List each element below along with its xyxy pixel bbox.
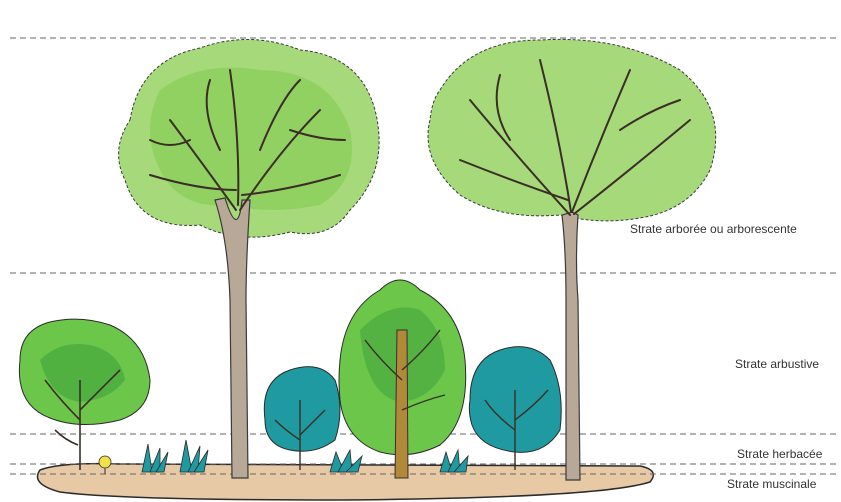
label-strate-arboree: Strate arborée ou arborescente	[630, 222, 797, 236]
herb-teal-3	[330, 450, 362, 472]
label-strate-herbacee: Strate herbacée	[737, 447, 822, 461]
herb-teal-4	[440, 450, 468, 472]
shrub-teal-right	[469, 347, 561, 470]
label-strate-arbustive: Strate arbustive	[735, 357, 819, 371]
label-strate-muscinale: Strate muscinale	[727, 477, 816, 491]
shrub-teal-left	[264, 367, 340, 470]
herb-teal-1	[142, 444, 168, 472]
tree-trunk	[215, 198, 250, 478]
tree-trunk	[562, 212, 580, 480]
tree-canopy-light	[428, 39, 716, 221]
herb-teal-2	[180, 440, 208, 472]
shrub-left	[19, 319, 150, 470]
shrub-center	[339, 280, 466, 478]
